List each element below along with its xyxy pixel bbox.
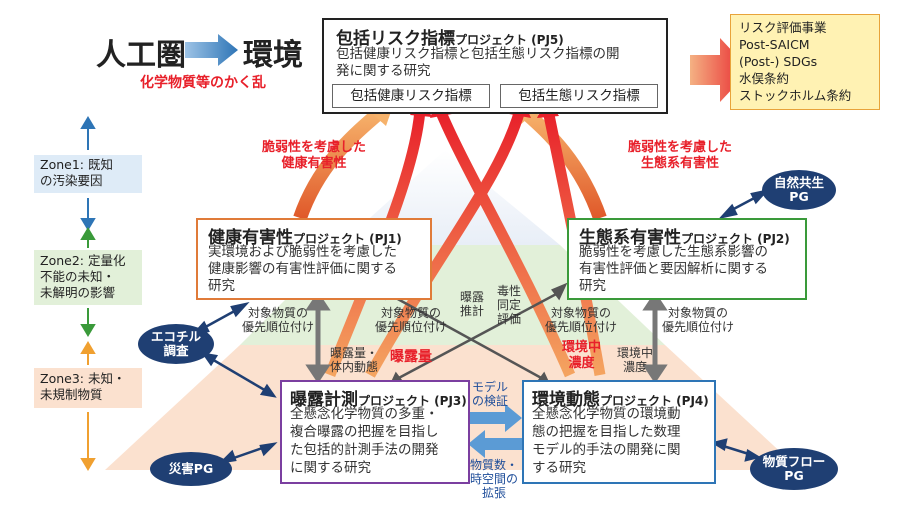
pj4-desc-1: 全懸念化学物質の環境動: [532, 406, 681, 422]
disaster-pg-ellipse: 災害PG: [150, 452, 232, 486]
pj5-sub-health: 包括健康リスク指標: [332, 84, 490, 108]
pj2-desc-2: 有害性評価と要因解析に関する: [579, 261, 768, 277]
zone1-label-bg: [34, 155, 142, 193]
pj1-desc-2: 健康影響の有害性評価に関する: [208, 261, 397, 277]
pj3-box: 曝露計測プロジェクト (PJ3) 全懸念化学物質の多重・ 複合曝露の把握を目指し…: [280, 380, 470, 484]
exposure-body-label: 曝露量・体内動態: [330, 346, 379, 374]
pj1-desc-3: 研究: [208, 278, 235, 294]
policy-line-5: ストックホルム条約: [739, 88, 852, 103]
policy-box: リスク評価事業 Post-SAICM (Post-) SDGs 水俣条約 ストッ…: [730, 14, 880, 110]
zone3-label-bg: [34, 368, 142, 408]
zone1-arrow: [80, 116, 96, 231]
substance-expand-label: 物質数・時空間の拡張: [470, 458, 519, 500]
pj3-desc-4: に関する研究: [290, 460, 371, 476]
environment-label: 環境: [243, 38, 303, 73]
pj3-desc-1: 全懸念化学物質の多重・: [290, 406, 439, 422]
policy-line-1: リスク評価事業: [739, 20, 827, 35]
pj2-desc-1: 脆弱性を考慮した生態系影響の: [579, 244, 768, 260]
policy-line-3: (Post-) SDGs: [739, 54, 818, 69]
zone2-arrow: [80, 227, 96, 337]
zone3-arrow: [80, 341, 96, 471]
pj5-desc-1: 包括健康リスク指標と包括生態リスク指標の開: [336, 46, 620, 62]
pj4-to-pj3-arrow: [468, 430, 522, 458]
env-conc-small-label: 環境中濃度: [617, 346, 654, 374]
pj1-title: 健康有害性プロジェクト (PJ1): [208, 228, 402, 248]
pj3-desc-2: 複合曝露の把握を目指し: [290, 424, 439, 440]
exposure-amount-label: 曝露量: [390, 349, 432, 365]
pj5-sub-eco: 包括生態リスク指標: [500, 84, 658, 108]
priority-right-label: 対象物質の優先順位付け: [662, 306, 735, 334]
zone2-label: Zone2: 定量化不能の未知・未解明の影響: [40, 253, 126, 300]
pj1-desc-1: 実環境および脆弱性を考慮した: [208, 244, 397, 260]
pj3-title: 曝露計測プロジェクト (PJ3): [290, 390, 467, 410]
toxic-label: 毒性同定評価: [497, 284, 522, 326]
pj4-desc-4: する研究: [532, 460, 586, 476]
pj5-box: 包括リスク指標プロジェクト (PJ5) 包括健康リスク指標と包括生態リスク指標の…: [322, 18, 668, 114]
priority-center-right-label: 対象物質の優先順位付け: [545, 306, 618, 334]
pj2-title: 生態系有害性プロジェクト (PJ2): [579, 228, 790, 248]
pj3-to-pj4-arrow: [468, 404, 522, 432]
pj2-desc-3: 研究: [579, 278, 606, 294]
pj4-title: 環境動態プロジェクト (PJ4): [532, 390, 709, 410]
pj4-box: 環境動態プロジェクト (PJ4) 全懸念化学物質の環境動 態の把握を目指した数理…: [522, 380, 716, 484]
pj2-to-pj5-arrow: [520, 106, 607, 221]
ecochild-ellipse: エコチル調査: [138, 324, 214, 364]
zone3-label: Zone3: 未知・未規制物質: [40, 371, 126, 402]
zone2-label-bg: [34, 250, 142, 305]
model-verify-label: モデルの検証: [472, 380, 509, 408]
vertical-arrows: [305, 291, 668, 384]
priority-center-left-label: 対象物質の優先順位付け: [375, 306, 448, 334]
policy-line-2: Post-SAICM: [739, 37, 810, 52]
pj3-to-pj5-arrow-b: [365, 108, 526, 378]
vulnerable-health-label: 脆弱性を考慮した健康有害性: [262, 140, 367, 171]
anthroposphere-label: 人工圏: [96, 38, 186, 73]
pj3-desc-3: た包括的計測手法の開発: [290, 442, 439, 458]
pj1-box: 健康有害性プロジェクト (PJ1) 実環境および脆弱性を考慮した 健康影響の有害…: [196, 218, 432, 300]
disturbance-label: 化学物質等のかく乱: [140, 75, 266, 91]
pj4-to-pj5-arrow-a: [434, 107, 576, 378]
exposure-est-label: 曝露推計: [460, 290, 485, 318]
env-conc-label: 環境中濃度: [562, 340, 602, 371]
pj2-box: 生態系有害性プロジェクト (PJ2) 脆弱性を考慮した生態系影響の 有害性評価と…: [567, 218, 807, 300]
pj5-desc-2: 発に関する研究: [336, 63, 431, 79]
pj4-desc-2: 態の把握を目指した数理: [532, 424, 681, 440]
pj5-title: 包括リスク指標プロジェクト (PJ5): [336, 29, 564, 49]
vulnerable-eco-label: 脆弱性を考慮した生態系有害性: [628, 140, 733, 171]
pj4-desc-3: モデル的手法の開発に関: [532, 442, 681, 458]
priority-left-label: 対象物質の優先順位付け: [242, 306, 315, 334]
pj1-to-pj5-arrow: [293, 106, 385, 221]
anthro-env-arrow: [185, 34, 238, 66]
policy-line-4: 水俣条約: [739, 71, 790, 86]
zone1-label: Zone1: 既知の汚染要因: [40, 157, 113, 188]
